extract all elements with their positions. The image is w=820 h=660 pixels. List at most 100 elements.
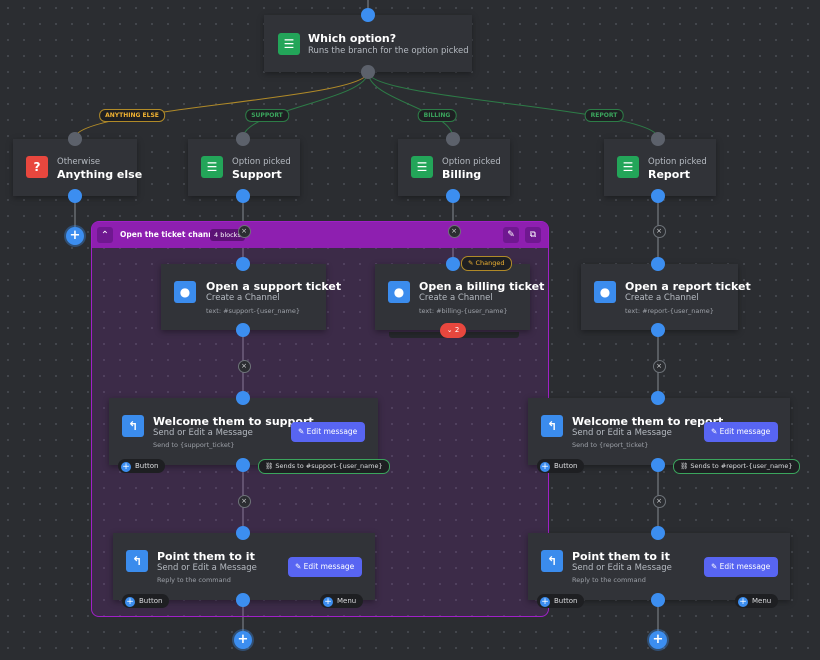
welcome-support-node[interactable]: ↰ Welcome them to support Send or Edit a… <box>109 398 378 465</box>
node-detail: Send to {support_ticket} <box>153 441 235 449</box>
add-menu-pill[interactable]: +Menu <box>735 594 779 608</box>
branch-node-anything-else[interactable]: ? Otherwise Anything else <box>13 139 142 196</box>
remove-link-icon[interactable]: × <box>447 224 461 238</box>
point-them-node-report[interactable]: ↰ Point them to it Send or Edit a Messag… <box>528 533 790 600</box>
node-detail: Reply to the command <box>157 576 231 584</box>
node-subtitle: Otherwise <box>57 157 101 167</box>
open-report-ticket-node[interactable]: ● Open a report ticket Create a Channel … <box>581 264 751 330</box>
node-title: Open a support ticket <box>206 280 342 293</box>
plus-icon: + <box>121 462 131 472</box>
group-block-count: 4 blocks <box>210 229 245 241</box>
add-button-pill[interactable]: +Button <box>122 594 170 608</box>
add-button-pill[interactable]: + Button <box>537 594 585 608</box>
welcome-input-port[interactable] <box>651 391 665 405</box>
root-output-port[interactable] <box>361 65 375 79</box>
branch-tag-billing: BILLING <box>417 109 457 122</box>
collapse-chevron-icon[interactable]: ⌃ <box>97 227 113 243</box>
node-subtitle: Send or Edit a Message <box>572 563 672 573</box>
welcome-input-port[interactable] <box>236 391 250 405</box>
branch-input-port[interactable] <box>68 132 82 146</box>
branch-node-support[interactable]: ☰ Option picked Support <box>188 139 300 196</box>
remove-link-icon[interactable]: × <box>237 224 251 238</box>
ticket-output-port[interactable] <box>651 323 665 337</box>
edit-message-button[interactable]: ✎ Edit message <box>704 422 779 442</box>
ungroup-icon[interactable]: ⧉ <box>525 227 541 243</box>
branch-input-port[interactable] <box>446 132 460 146</box>
sends-to-label: Sends to #support-{user_name} <box>275 462 383 470</box>
branch-output-port[interactable] <box>651 189 665 203</box>
point-input-port[interactable] <box>651 526 665 540</box>
open-support-ticket-node[interactable]: ● Open a support ticket Create a Channel… <box>161 264 341 330</box>
edit-message-label: Edit message <box>303 562 355 571</box>
welcome-output-port[interactable] <box>236 458 250 472</box>
point-output-port[interactable] <box>651 593 665 607</box>
chat-bubble-icon: ● <box>388 281 410 303</box>
plus-icon: + <box>540 597 550 607</box>
node-detail: Send to {report_ticket} <box>572 441 649 449</box>
pill-label: Button <box>554 597 578 605</box>
branch-input-port[interactable] <box>651 132 665 146</box>
reply-arrow-icon: ↰ <box>126 550 148 572</box>
node-subtitle: Send or Edit a Message <box>157 563 257 573</box>
node-subtitle: Create a Channel <box>206 293 280 303</box>
pill-label: Menu <box>752 597 772 605</box>
welcome-report-node[interactable]: ↰ Welcome them to report Send or Edit a … <box>528 398 790 465</box>
edit-message-label: Edit message <box>719 562 771 571</box>
node-subtitle: Create a Channel <box>625 293 699 303</box>
open-billing-ticket-node[interactable]: ● Open a billing ticket Create a Channel… <box>375 264 544 330</box>
node-title: Billing <box>442 168 482 181</box>
node-subtitle: Send or Edit a Message <box>572 428 672 438</box>
pill-label: Button <box>554 462 578 470</box>
branch-output-port[interactable] <box>446 189 460 203</box>
node-title: Report <box>648 168 691 181</box>
node-title: Point them to it <box>572 550 670 563</box>
add-menu-pill[interactable]: +Menu <box>320 594 364 608</box>
node-title: Welcome them to support <box>153 415 314 428</box>
remove-link-icon[interactable]: × <box>652 224 666 238</box>
branch-tag-support: SUPPORT <box>245 109 289 122</box>
edit-message-button[interactable]: ✎ Edit message <box>704 557 779 577</box>
list-icon: ☰ <box>411 156 433 178</box>
branch-input-port[interactable] <box>236 132 250 146</box>
node-title: Open a billing ticket <box>419 280 545 293</box>
node-title: Support <box>232 168 282 181</box>
root-input-port[interactable] <box>361 8 375 22</box>
ticket-input-port[interactable] <box>651 257 665 271</box>
group-title: Open the ticket channel <box>120 230 222 239</box>
reply-arrow-icon: ↰ <box>122 415 144 437</box>
branch-node-billing[interactable]: ☰ Option picked Billing <box>398 139 510 196</box>
edit-pencil-icon[interactable]: ✎ <box>503 227 519 243</box>
point-output-port[interactable] <box>236 593 250 607</box>
remove-link-icon[interactable]: × <box>237 359 251 373</box>
point-input-port[interactable] <box>236 526 250 540</box>
node-title: Point them to it <box>157 550 255 563</box>
node-detail: text: #report-{user_name} <box>625 307 714 315</box>
group-header[interactable]: ⌃ Open the ticket channel 4 blocks ✎ ⧉ <box>92 222 548 248</box>
ticket-input-port[interactable] <box>446 257 460 271</box>
remove-link-icon[interactable]: × <box>237 494 251 508</box>
welcome-output-port[interactable] <box>651 458 665 472</box>
edit-message-button[interactable]: ✎ Edit message <box>288 557 363 577</box>
branch-tag-report: REPORT <box>584 109 624 122</box>
which-option-node[interactable]: ☰ Which option? Runs the branch for the … <box>264 15 472 72</box>
edit-message-button[interactable]: ✎ Edit message <box>291 422 366 442</box>
add-block-button[interactable]: + <box>66 227 84 245</box>
add-block-button[interactable]: + <box>234 631 252 649</box>
sends-to-badge: ⛓ Sends to #support-{user_name} <box>258 459 390 474</box>
point-them-node-support[interactable]: ↰ Point them to it Send or Edit a Messag… <box>113 533 375 600</box>
branch-output-port[interactable] <box>236 189 250 203</box>
branch-tag-anything-else: ANYTHING ELSE <box>99 109 165 122</box>
ticket-output-port[interactable] <box>236 323 250 337</box>
add-block-button[interactable]: + <box>649 631 667 649</box>
expand-stack-button[interactable]: ⌄ 2 <box>440 323 466 338</box>
plus-icon: + <box>125 597 135 607</box>
add-button-pill[interactable]: +Button <box>537 459 585 473</box>
add-button-pill[interactable]: +Button <box>118 459 166 473</box>
branch-output-port[interactable] <box>68 189 82 203</box>
branch-node-report[interactable]: ☰ Option picked Report <box>604 139 716 196</box>
remove-link-icon[interactable]: × <box>652 494 666 508</box>
ticket-input-port[interactable] <box>236 257 250 271</box>
remove-link-icon[interactable]: × <box>652 359 666 373</box>
node-detail: text: #support-{user_name} <box>206 307 300 315</box>
